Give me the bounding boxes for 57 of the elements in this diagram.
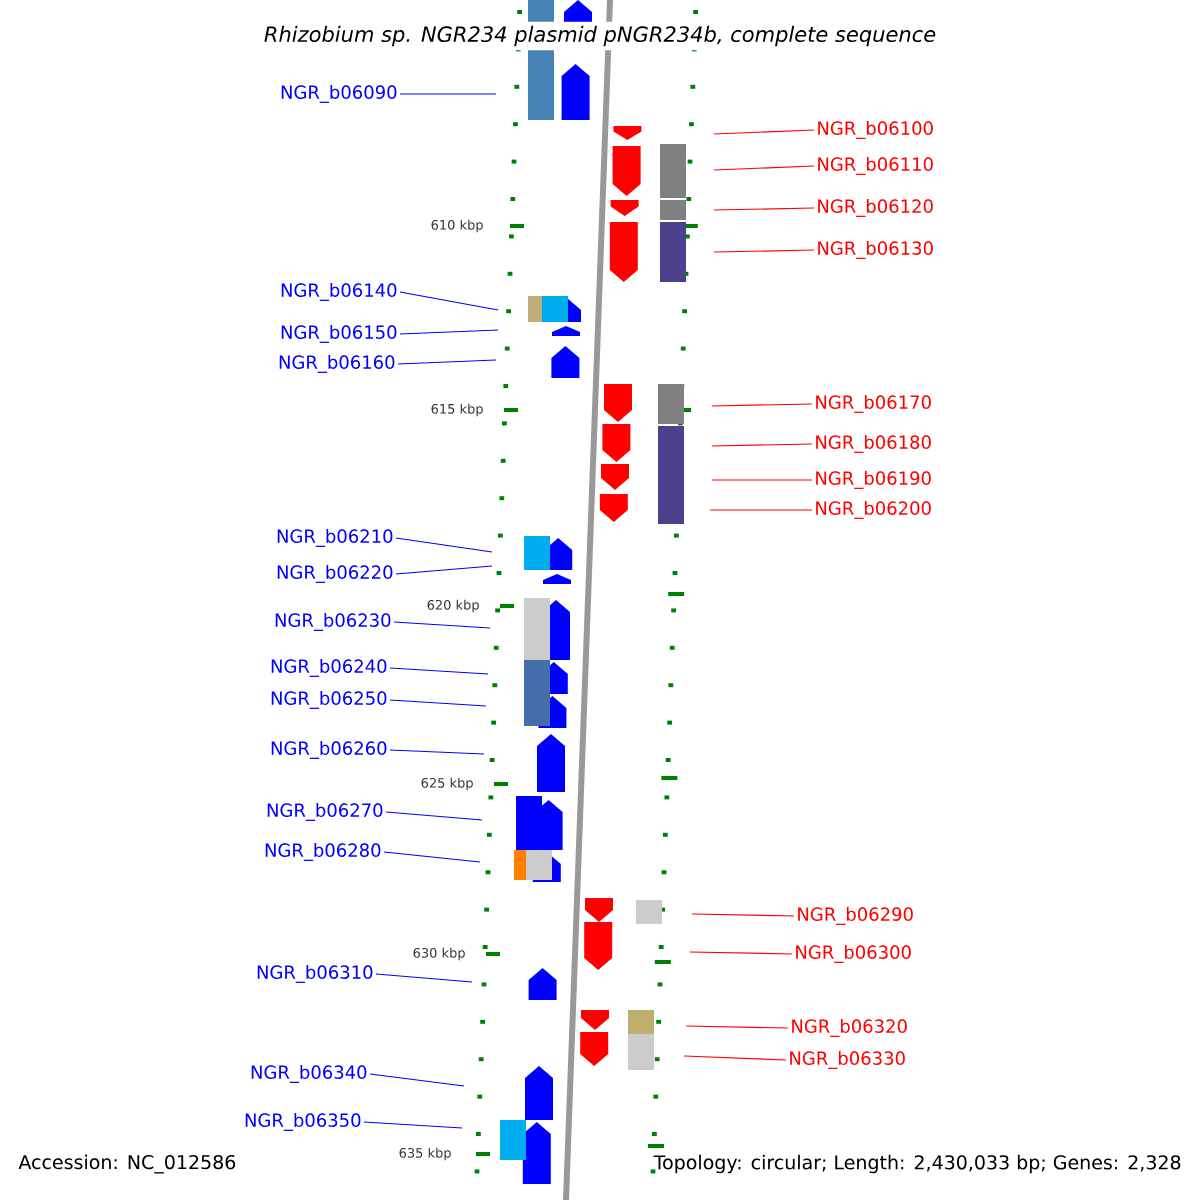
gene-label: NGR_b06130 (818, 241, 933, 259)
gene-label: NGR_b06250 (271, 691, 387, 709)
leader-line (689, 951, 793, 955)
gene-label: NGR_b06350 (245, 1113, 361, 1131)
gene-label: NGR_b06150 (281, 325, 397, 343)
gene-label: NGR_b06140 (281, 283, 397, 301)
gene-label: NGR_b06120 (818, 199, 933, 217)
gene-label: NGR_b06110 (818, 157, 933, 175)
leader-line (385, 811, 483, 821)
leader-line (683, 1055, 787, 1061)
gene-label: NGR_b06320 (792, 1019, 907, 1037)
leader-line (711, 479, 813, 481)
gene-label: NGR_b06230 (275, 613, 391, 631)
leader-line (397, 359, 497, 365)
gene-label: NGR_b06180 (816, 435, 931, 453)
leader-line (393, 621, 491, 629)
leader-line (713, 129, 815, 135)
leader-line (363, 1121, 463, 1129)
gene-label: NGR_b06300 (796, 945, 911, 963)
leader-line (383, 851, 481, 863)
leader-line (399, 93, 497, 95)
leader-line (685, 1025, 789, 1029)
leader-line (691, 913, 795, 917)
gene-label: NGR_b06220 (277, 565, 393, 583)
gene-label: NGR_b06270 (267, 803, 383, 821)
gene-label: NGR_b06340 (251, 1065, 367, 1083)
leader-line (713, 207, 815, 211)
gene-label: NGR_b06240 (271, 659, 387, 677)
gene-label: NGR_b06330 (790, 1051, 905, 1069)
leader-line (713, 165, 815, 171)
leader-line (709, 509, 813, 511)
leader-line (389, 699, 487, 707)
gene-label: NGR_b06280 (265, 843, 381, 861)
leader-line (713, 249, 815, 253)
title: Rhizobium sp. NGR234 plasmid pNGR234b, complete sequence (259, 21, 941, 51)
leader-line (395, 537, 493, 553)
leader-line (399, 329, 499, 335)
leader-line (375, 973, 473, 983)
gene-label: NGR_b06170 (816, 395, 931, 413)
gene-label: NGR_b06210 (277, 529, 393, 547)
leader-line (389, 667, 489, 675)
gene-label: NGR_b06190 (816, 471, 931, 489)
gene-label: NGR_b06310 (257, 965, 373, 983)
footer-text: Accession: NC_012586 (18, 1154, 236, 1174)
gene-label: NGR_b06100 (818, 121, 933, 139)
leader-line (389, 749, 485, 755)
gene-label: NGR_b06160 (279, 355, 395, 373)
gene-label: NGR_b06200 (816, 501, 931, 519)
leader-line (711, 403, 813, 407)
gene-label: NGR_b06090 (281, 85, 397, 103)
leader-line (395, 565, 493, 575)
gene-label: NGR_b06260 (271, 741, 387, 759)
gene-label: NGR_b06290 (798, 907, 913, 925)
footer-text: Topology: circular; Length: 2,430,033 bp; Genes: 2,328 (653, 1154, 1181, 1174)
leader-line (369, 1073, 465, 1087)
leader-line (711, 443, 813, 447)
leader-line (399, 291, 499, 311)
